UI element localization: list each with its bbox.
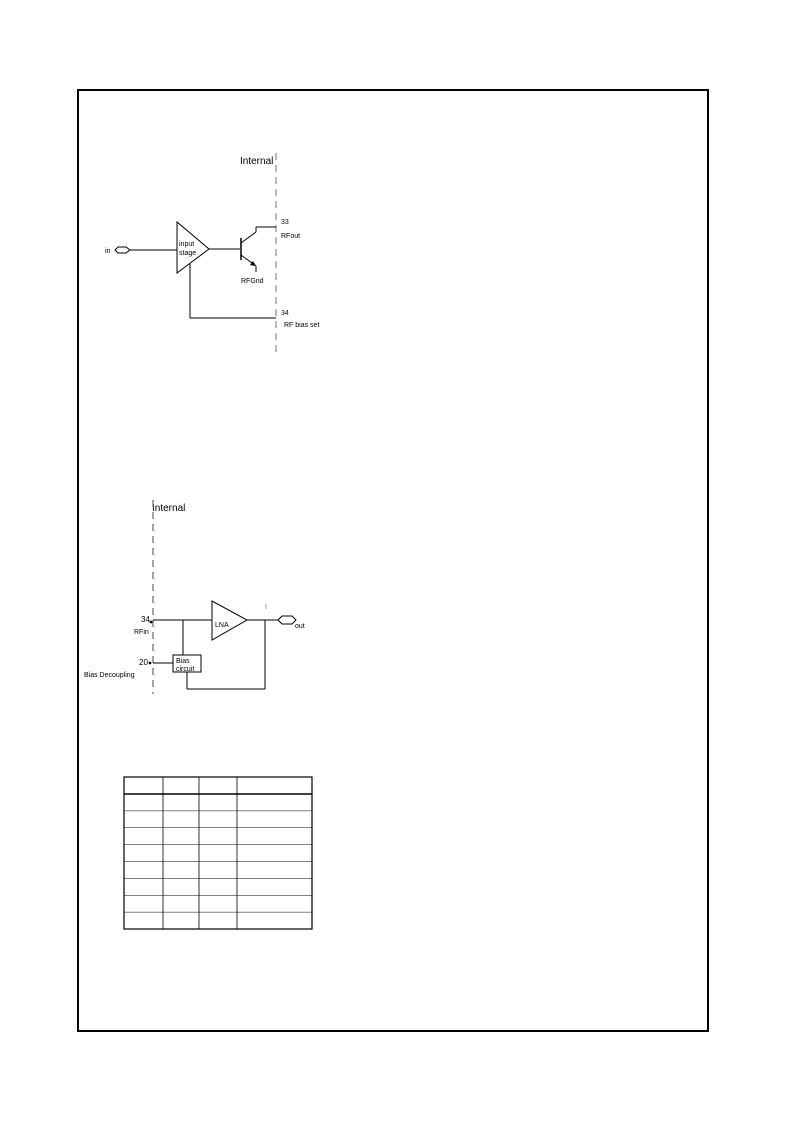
bottom-output-port-icon	[277, 615, 297, 625]
page-frame	[77, 89, 709, 1032]
bottom-green-marker: I	[265, 604, 267, 611]
bottom-amp-label: LNA	[215, 622, 229, 629]
top-boundary-label: Internal	[240, 156, 273, 167]
bottom-boundary-label: Internal	[152, 503, 185, 514]
top-pin-bias-number: 34	[281, 310, 289, 317]
bottom-amplifier-icon	[211, 600, 249, 641]
bottom-pin-rfin-number: 34	[141, 615, 150, 624]
top-amp-label-line1: input	[179, 241, 194, 248]
table-row-lines	[124, 810, 312, 913]
bottom-pin-bias-dot	[148, 661, 152, 665]
bottom-bias-box-line2: circuit	[176, 666, 194, 673]
bottom-pin-bias-number: 20	[139, 658, 148, 667]
bottom-pin-bias-label: Bias Decoupling	[84, 672, 135, 679]
top-pin-rfout-number: 33	[281, 219, 289, 226]
bottom-bias-box-line1: Bias	[176, 658, 190, 665]
bottom-schematic: Internal 34 RFin LNA I out Bias circuit …	[84, 500, 305, 694]
top-amp-label-line2: stage	[179, 250, 196, 257]
top-amplifier-icon	[176, 220, 210, 274]
top-input-port-icon	[114, 246, 131, 254]
table-border	[123, 776, 313, 930]
top-pin-rfout-label: RFout	[281, 233, 300, 240]
data-table	[123, 776, 313, 930]
bottom-pin-rfin-label: RFin	[134, 629, 149, 636]
top-transistor-collector	[240, 231, 257, 244]
top-emitter-label: RFGnd	[241, 278, 264, 285]
top-pin-bias-label: RF bias set	[284, 322, 319, 329]
top-input-port-label: in	[105, 248, 111, 255]
top-schematic: Internal in input stage RFGnd 33 RFout 3…	[105, 153, 319, 356]
top-emitter-arrow-icon	[250, 261, 256, 266]
bottom-output-port-label: out	[295, 623, 305, 630]
bottom-pin-rfin-dot	[149, 620, 153, 624]
